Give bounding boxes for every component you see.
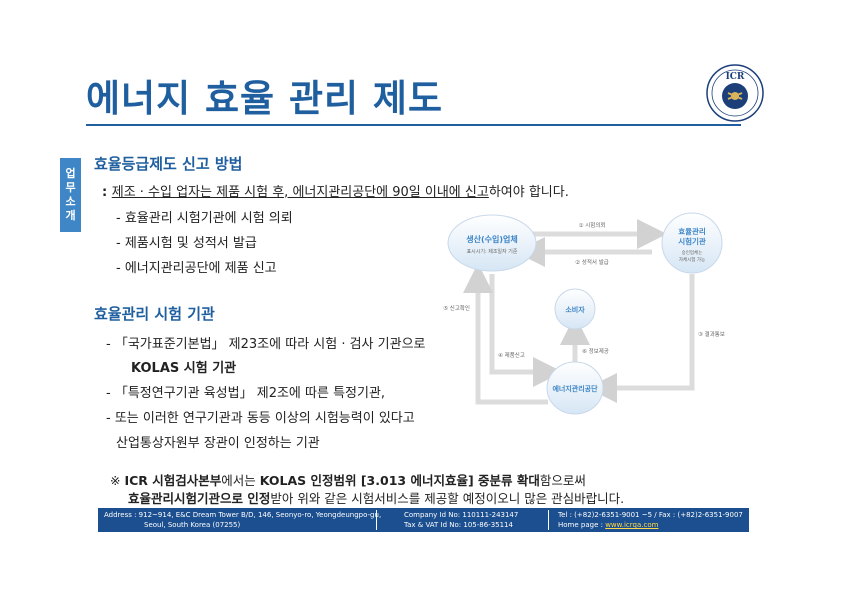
section1-item: - 효율관리 시험기관에 시험 의뢰: [116, 211, 293, 226]
note-bold: 효율관리시험기관으로 인정: [128, 491, 271, 506]
footer-address-line: Address : 912~914, E&C Dream Tower B/D, …: [104, 511, 382, 519]
arrow-product-report: [489, 274, 563, 387]
footer-company-id: Company Id No: 110111-243147: [404, 511, 519, 519]
section-side-tab: 업 무 소 개: [60, 158, 81, 232]
section2-line: - 「특정연구기관 육성법」 제2조에 따른 특정기관,: [106, 386, 386, 401]
step-label: ② 성적서 발급: [575, 258, 609, 266]
footer-tax-id: Tax & VAT Id No: 105-86-35114: [404, 521, 513, 529]
arrow-result-notify: [587, 274, 695, 403]
note-mark: ※: [110, 473, 125, 488]
footer-company: Company Id No: 110111-243147 Tax & VAT I…: [404, 510, 518, 530]
agency-node: [546, 361, 604, 415]
note-text: 받아 위와 같은 시험서비스를 제공할 예정이오니 많은 관심바랍니다.: [270, 491, 625, 506]
section1-heading: 효율등급제도 신고 방법: [94, 155, 243, 173]
footer-tel-fax: Tel : (+82)2-6351-9001 ~5 / Fax : (+82)2…: [558, 511, 743, 519]
title-divider: [86, 124, 741, 126]
step-label: ④ 제품신고: [498, 351, 525, 359]
note-bold: KOLAS 인정범위 [3.013 에너지효율] 중분류 확대: [259, 473, 540, 488]
lab-title: 효율관리: [678, 226, 706, 236]
footer-contact: Tel : (+82)2-6351-9001 ~5 / Fax : (+82)2…: [558, 510, 743, 530]
footer-home-label: Home page :: [558, 521, 606, 529]
side-tab-char: 무: [65, 181, 76, 194]
footer-address-line: Seoul, South Korea (07255): [144, 521, 241, 529]
lab-sub: 자체시험 가능: [679, 256, 705, 263]
logo-text: ICR: [726, 72, 745, 82]
side-tab-char: 업: [65, 167, 76, 180]
section1-lead: : 제조 · 수입 업자는 제품 시험 후, 에너지관리공단에 90일 이내에 …: [102, 181, 569, 200]
note-line-2: 효율관리시험기관으로 인정받아 위와 같은 시험서비스를 제공할 예정이오니 많…: [128, 488, 624, 507]
section2-line: - 「국가표준기본법」 제23조에 따라 시험 · 검사 기관으로: [106, 337, 426, 352]
process-diagram: 생산(수입)업체 표시시기: 제조일자 기준 효율관리 시험기관 승인업체는 자…: [443, 212, 725, 415]
producer-node: [447, 214, 537, 272]
side-tab-char: 개: [65, 209, 76, 222]
footer-homepage: Home page : www.icrqa.com: [558, 520, 743, 530]
footer-bar: Address : 912~914, E&C Dream Tower B/D, …: [98, 508, 749, 532]
note-line-1: ※ ICR 시험검사본부에서는 KOLAS 인정범위 [3.013 에너지효율]…: [110, 470, 586, 489]
lead-underlined: 제조 · 수입 업자는 제품 시험 후, 에너지관리공단에 90일 이내에 신고: [111, 185, 489, 200]
lab-node: [661, 212, 723, 274]
footer-divider: [376, 510, 377, 530]
section2-line: - 또는 이러한 연구기관과 동등 이상의 시험능력이 있다고: [106, 411, 415, 426]
page-title: 에너지 효율 관리 제도: [86, 77, 444, 120]
section1-item: - 에너지관리공단에 제품 신고: [116, 261, 277, 276]
step-label: ⑤ 신고확인: [443, 304, 470, 312]
homepage-link[interactable]: www.icrqa.com: [605, 521, 659, 529]
note-text: 함으로써: [539, 473, 586, 488]
lab-title: 시험기관: [678, 236, 706, 246]
step-label: ⑥ 정보제공: [582, 347, 609, 355]
icr-logo: ICR: [706, 64, 764, 122]
producer-title: 생산(수입)업체: [466, 234, 517, 244]
section1-item: - 제품시험 및 성적서 발급: [116, 236, 257, 251]
lead-rest: 하여야 합니다.: [488, 185, 569, 200]
lab-sub: 승인업체는: [682, 249, 703, 256]
section2-heading: 효율관리 시험 기관: [94, 305, 215, 323]
footer-divider: [548, 510, 549, 530]
step-label: ① 시험의뢰: [579, 221, 606, 229]
arrow-report-confirm: [463, 263, 548, 405]
side-tab-char: 소: [65, 195, 76, 208]
consumer-label: 소비자: [565, 305, 585, 314]
note-bold: ICR 시험검사본부: [124, 473, 222, 488]
producer-sub: 표시시기: 제조일자 기준: [467, 248, 518, 255]
section2-line-kolas: KOLAS 시험 기관: [131, 361, 237, 376]
section2-line: 산업통상자원부 장관이 인정하는 기관: [116, 436, 320, 451]
footer-address: Address : 912~914, E&C Dream Tower B/D, …: [104, 510, 381, 530]
agency-label: 에너지관리공단: [552, 384, 598, 393]
note-text: 에서는: [221, 473, 260, 488]
step-label: ③ 결과통보: [698, 330, 725, 338]
consumer-node: [554, 288, 596, 330]
lead-prefix: :: [102, 185, 112, 200]
